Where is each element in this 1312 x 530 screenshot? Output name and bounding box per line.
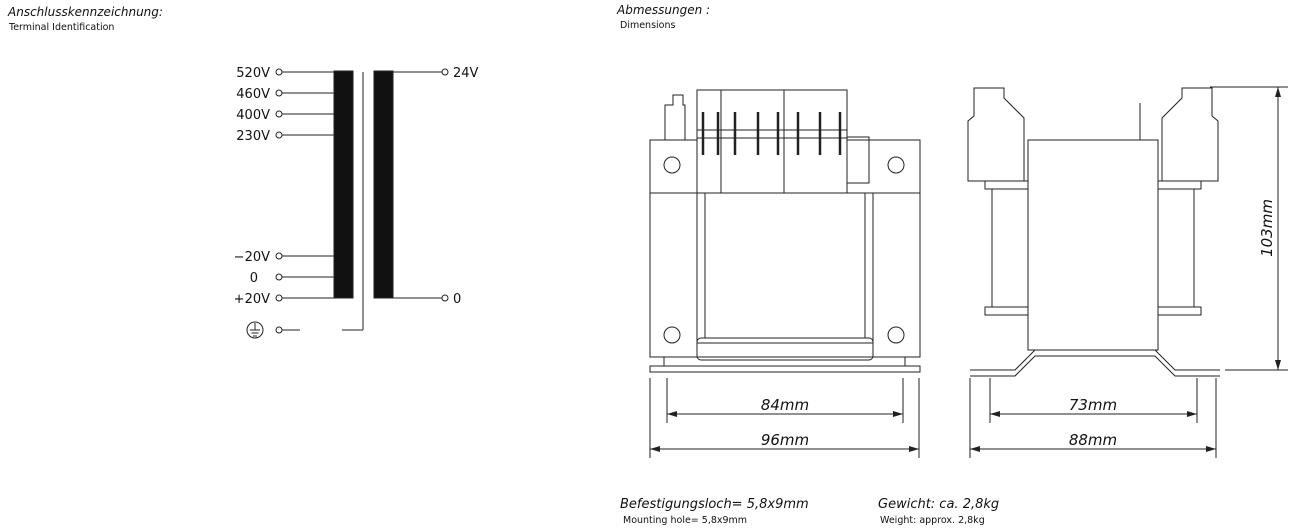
side-view xyxy=(967,87,1220,377)
dimensions-title: Abmessungen : xyxy=(617,3,711,17)
primary-terminals xyxy=(275,68,334,334)
tap-minus20v: −20V xyxy=(234,250,270,265)
terminal-title: Anschlusskennzeichnung: xyxy=(8,5,163,19)
tap-plus20v: +20V xyxy=(234,292,270,307)
ground-symbol-icon xyxy=(246,321,264,339)
tap-230v: 230V xyxy=(236,129,270,144)
primary-winding xyxy=(333,70,354,299)
front-view xyxy=(649,89,921,373)
out-24v: 24V xyxy=(453,66,479,81)
tap-520v: 520V xyxy=(236,66,270,81)
dim-side-outer: 88mm xyxy=(1069,431,1117,449)
tap-400v: 400V xyxy=(236,108,270,123)
dim-front-inner: 84mm xyxy=(761,396,809,414)
weight-label: Gewicht: ca. 2,8kg xyxy=(878,497,1000,512)
tap-0: 0 xyxy=(250,271,258,286)
weight-label-en: Weight: approx. 2,8kg xyxy=(880,515,985,526)
dim-front-outer: 96mm xyxy=(761,431,809,449)
terminal-subtitle: Terminal Identification xyxy=(9,22,115,33)
transformer-schematic: 520V 460V 400V 230V −20V 0 +20V 24V 0 xyxy=(234,66,479,339)
dimensions-subtitle: Dimensions xyxy=(620,20,676,31)
secondary-winding xyxy=(373,70,394,299)
mounting-hole-label: Befestigungsloch= 5,8x9mm xyxy=(620,497,809,512)
out-0: 0 xyxy=(453,292,461,307)
secondary-terminals xyxy=(393,68,449,302)
dim-height: 103mm xyxy=(1258,199,1276,257)
dim-side-inner: 73mm xyxy=(1069,396,1117,414)
dimension-lines: 84mm 96mm 73mm 88mm 103mm xyxy=(649,86,1288,458)
mounting-hole-label-en: Mounting hole= 5,8x9mm xyxy=(623,515,748,526)
tap-460v: 460V xyxy=(236,87,270,102)
